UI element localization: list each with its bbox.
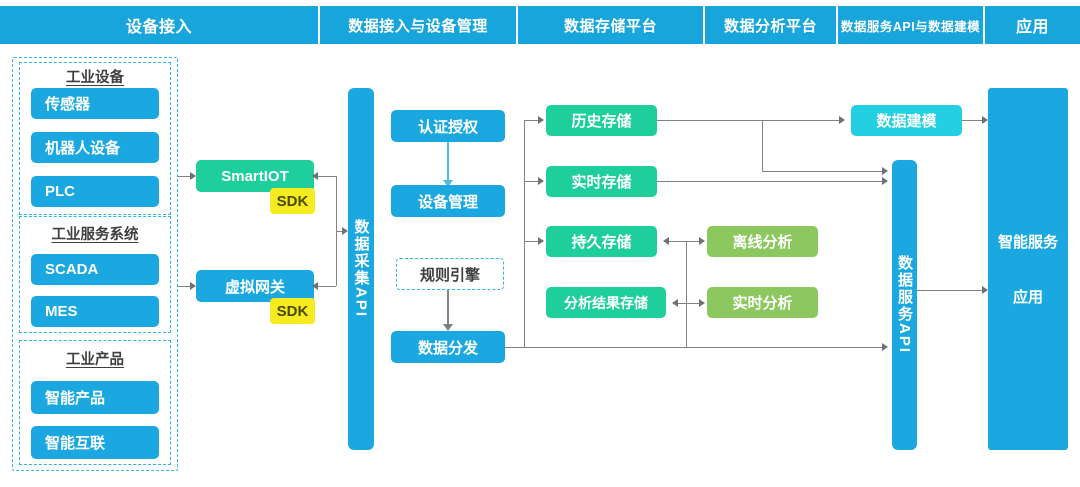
device-box-plc[interactable]: PLC (31, 176, 159, 207)
collect-api-bar[interactable]: 数据采集API (348, 88, 374, 450)
header-tab-analysis-platform[interactable]: 数据分析平台 (705, 6, 838, 44)
arrowhead-trunk-to-history (538, 116, 544, 124)
header-tab-device-access[interactable]: 设备接入 (0, 6, 320, 44)
connector-storage-trunk (524, 120, 526, 347)
device-box-mes[interactable]: MES (31, 296, 159, 327)
device-access-container (12, 57, 178, 471)
connector-persistent-to-offline (686, 241, 701, 243)
sdk-badge-virtual-gateway: SDK (270, 298, 315, 324)
box-persistent-storage[interactable]: 持久存储 (546, 226, 657, 257)
connector-history-to-modeling (657, 120, 841, 122)
connector-trunk-to-history (524, 120, 540, 122)
connector-realtime-analysis-down (686, 303, 688, 347)
group-title-industrial-equipment: 工业设备 (66, 70, 124, 86)
arrowhead-offline-to-persistent (663, 237, 669, 245)
connector-modeling-to-application (962, 120, 984, 122)
arrowhead-bottom-bus-to-serviceapi (882, 343, 888, 351)
connector-trunk-to-persistent (524, 241, 540, 243)
service-api-bar[interactable]: 数据服务API (892, 160, 917, 450)
application-line-smart-service: 智能服务 (997, 234, 1058, 251)
arrowhead-trunk-to-offline (699, 237, 705, 245)
group-title-industrial-product: 工业产品 (66, 352, 124, 368)
arrowhead-trunk-to-collectapi (342, 227, 348, 235)
device-box-scada[interactable]: SCADA (31, 254, 159, 285)
group-title-industrial-service-system: 工业服务系统 (51, 227, 139, 243)
arrowhead-realtime-analysis-to-result (672, 299, 678, 307)
service-api-label: 数据服务API (896, 255, 913, 355)
connector-trunk-to-realtime (524, 181, 540, 183)
group-industrial-product (19, 340, 171, 465)
arrowhead-collectapi-to-virtual-gateway (312, 282, 318, 290)
connector-trunk-to-collectapi (336, 231, 344, 233)
box-realtime-analysis[interactable]: 实时分析 (707, 287, 818, 318)
group-industrial-equipment (19, 62, 171, 215)
header-band: 设备接入 数据接入与设备管理 数据存储平台 数据分析平台 数据服务API与数据建… (0, 6, 1080, 44)
connector-bottom-bus (524, 347, 884, 349)
connector-realtime-analysis-to-result (676, 303, 686, 305)
connector-devices-to-virtual-gateway (178, 286, 190, 288)
connector-realtime-to-serviceapi (657, 181, 884, 183)
arrowhead-realtime-to-serviceapi (882, 177, 888, 185)
arrowhead-history-to-modeling (839, 116, 845, 124)
arrowhead-rule-to-dispatch (443, 324, 453, 331)
connector-collectapi-to-smartiot (316, 176, 336, 178)
box-realtime-storage[interactable]: 实时存储 (546, 166, 657, 197)
arrowhead-serviceapi-to-application (982, 286, 988, 294)
connector-history-branch-to-serviceapi (762, 171, 884, 173)
connector-auth-to-manage (447, 142, 449, 186)
header-tab-application[interactable]: 应用 (985, 6, 1080, 44)
arrowhead-auth-to-manage (443, 180, 453, 187)
connector-analysis-trunk (686, 241, 688, 303)
gateway-box-smartiot[interactable]: SmartIOT (196, 160, 314, 192)
box-auth-authorization[interactable]: 认证授权 (391, 110, 505, 142)
device-box-robot[interactable]: 机器人设备 (31, 132, 159, 163)
box-device-management[interactable]: 设备管理 (391, 185, 505, 217)
connector-rule-to-dispatch (447, 290, 449, 330)
connector-dispatch-right (505, 347, 525, 349)
collect-api-label: 数据采集API (352, 219, 370, 319)
arrowhead-devices-to-virtual-gateway (190, 282, 196, 290)
arrowhead-trunk-to-realtime-analysis (699, 299, 705, 307)
box-data-modeling[interactable]: 数据建模 (851, 105, 962, 136)
application-panel[interactable]: 智能服务 应用 (988, 88, 1068, 450)
header-tab-service-api-modeling[interactable]: 数据服务API与数据建模 (838, 6, 985, 44)
connector-serviceapi-to-application (917, 290, 984, 292)
header-tab-data-access-device-mgmt[interactable]: 数据接入与设备管理 (320, 6, 518, 44)
application-line-application: 应用 (1012, 289, 1043, 306)
gateway-box-virtual-gateway[interactable]: 虚拟网关 (196, 270, 314, 302)
sdk-badge-smartiot: SDK (270, 188, 315, 214)
connector-collectapi-to-virtual-gateway (316, 286, 336, 288)
box-analysis-result-storage[interactable]: 分析结果存储 (546, 287, 666, 318)
connector-devices-to-smartiot (178, 176, 190, 178)
header-tab-storage-platform[interactable]: 数据存储平台 (518, 6, 705, 44)
device-box-smart-connect[interactable]: 智能互联 (31, 426, 159, 459)
connector-offline-to-persistent (667, 241, 686, 243)
box-offline-analysis[interactable]: 离线分析 (707, 226, 818, 257)
arrowhead-modeling-to-application (982, 116, 988, 124)
connector-trunk-to-realtime-analysis (686, 303, 701, 305)
arrowhead-history-branch-to-serviceapi (882, 167, 888, 175)
box-data-dispatch[interactable]: 数据分发 (391, 331, 505, 363)
arrowhead-trunk-to-realtime (538, 177, 544, 185)
device-box-sensor[interactable]: 传感器 (31, 88, 159, 119)
box-rule-engine[interactable]: 规则引擎 (396, 258, 504, 290)
arrowhead-collectapi-to-smartiot (312, 172, 318, 180)
device-box-smart-product[interactable]: 智能产品 (31, 381, 159, 414)
group-industrial-service-system (19, 216, 171, 333)
arrowhead-devices-to-smartiot (190, 172, 196, 180)
arrowhead-trunk-to-persistent (538, 237, 544, 245)
box-history-storage[interactable]: 历史存储 (546, 105, 657, 136)
connector-history-branch-down (762, 120, 764, 172)
